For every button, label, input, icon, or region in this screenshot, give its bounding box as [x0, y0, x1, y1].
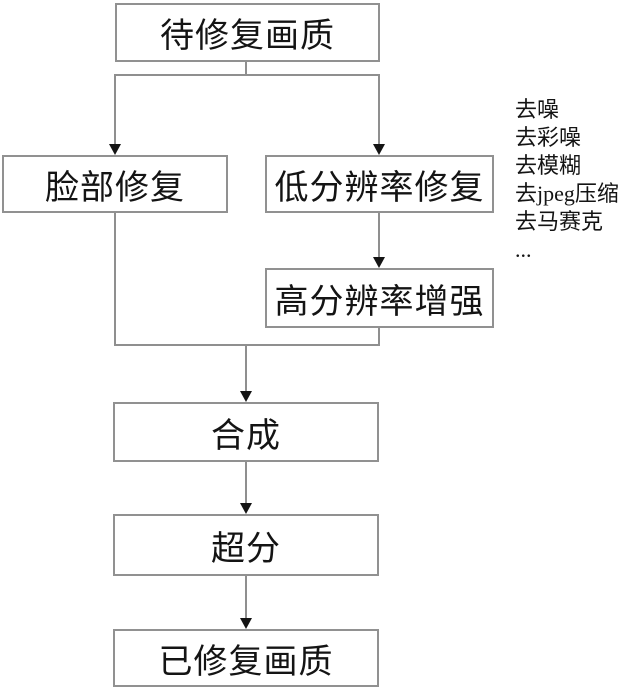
connector-lowres-to-hires	[378, 212, 380, 258]
node-face-restoration: 脸部修复	[2, 155, 228, 213]
connector-hires-to-merge-line	[378, 327, 380, 346]
connector-merge-to-superres	[245, 461, 247, 504]
arrowhead-down-icon	[109, 144, 121, 155]
connector-superres-to-result	[245, 575, 247, 619]
connector-merge-horizontal	[114, 344, 380, 346]
annotation-item: 去彩噪	[515, 125, 582, 150]
annotation-item: 去噪	[515, 97, 560, 122]
node-merge: 合成	[113, 402, 379, 462]
arrowhead-down-icon	[240, 503, 252, 514]
node-restored-quality: 已修复画质	[113, 629, 379, 687]
connector-branch-to-face	[114, 74, 116, 145]
arrowhead-down-icon	[240, 391, 252, 402]
annotation-item: ...	[515, 237, 532, 262]
annotation-list: 去噪 去彩噪 去模糊 去jpeg压缩 去马赛克 ...	[515, 96, 619, 264]
connector-face-to-merge-line	[114, 212, 116, 346]
node-lowres-restoration: 低分辨率修复	[265, 155, 494, 213]
connector-into-merge	[245, 344, 247, 392]
connector-branch-horizontal	[114, 74, 380, 76]
annotation-item: 去马赛克	[515, 209, 604, 234]
connector-source-to-branch	[245, 61, 247, 75]
arrowhead-down-icon	[373, 257, 385, 268]
connector-branch-to-lowres	[378, 74, 380, 145]
node-hires-enhancement: 高分辨率增强	[265, 268, 494, 328]
annotation-item: 去jpeg压缩	[515, 181, 619, 206]
node-super-resolution: 超分	[113, 514, 379, 576]
arrowhead-down-icon	[373, 144, 385, 155]
annotation-item: 去模糊	[515, 153, 582, 178]
node-source-quality: 待修复画质	[115, 3, 380, 62]
arrowhead-down-icon	[240, 618, 252, 629]
